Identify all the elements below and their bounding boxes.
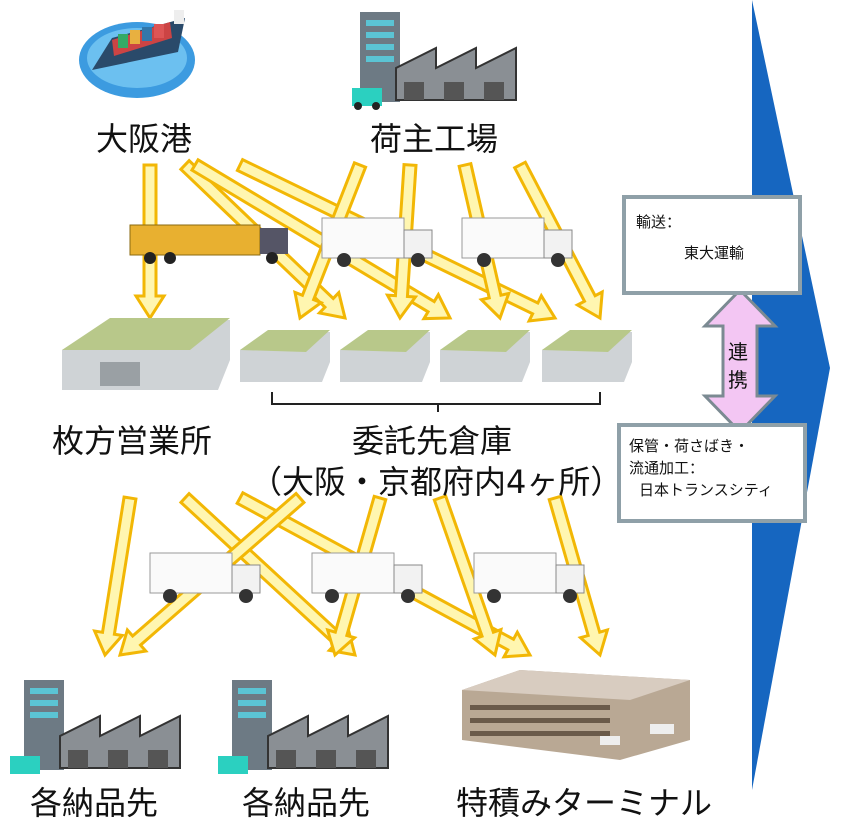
label-delivery-2: 各納品先 xyxy=(242,784,371,822)
flow-arrow xyxy=(92,495,138,658)
delivery-factory-icon xyxy=(10,680,181,774)
hirakata-warehouse-icon xyxy=(62,318,230,390)
truck-icon xyxy=(461,217,573,267)
truck-icon xyxy=(149,552,261,603)
consigned-warehouse-icons xyxy=(240,330,632,382)
warehouse-bracket xyxy=(271,392,601,412)
trailer-truck-icon xyxy=(129,224,288,264)
link-label-1: 連 xyxy=(728,340,748,364)
small-warehouse-icon xyxy=(542,330,632,382)
small-warehouse-icon xyxy=(240,330,330,382)
flow-arrow xyxy=(189,157,453,321)
transport-box: 輸送： 東大運輸 xyxy=(622,195,802,295)
storage-line2: 流通加工： xyxy=(629,459,705,477)
storage-box: 保管・荷さばき・ 流通加工： 日本トランスシティ xyxy=(617,423,807,523)
terminal-building-icon xyxy=(462,670,690,760)
label-osaka-port: 大阪港 xyxy=(96,120,193,158)
small-warehouse-icon xyxy=(340,330,430,382)
storage-line1: 保管・荷さばき・ xyxy=(629,437,750,455)
flow-arrow xyxy=(432,494,504,658)
label-consigned-warehouse: 委託先倉庫 xyxy=(352,422,513,460)
truck-icon xyxy=(321,217,433,267)
truck-icon xyxy=(473,552,585,603)
label-delivery-1: 各納品先 xyxy=(30,784,159,822)
delivery-factory-icon xyxy=(218,680,389,774)
ship-icon xyxy=(79,10,195,98)
label-special-terminal: 特積みターミナル xyxy=(456,784,713,822)
label-consigned-warehouse-sub: （大阪・京都府内4ヶ所） xyxy=(250,463,623,501)
label-shipper-factory: 荷主工場 xyxy=(370,120,499,158)
truck-icon xyxy=(311,552,423,603)
link-label-2: 携 xyxy=(728,368,748,392)
small-warehouse-icon xyxy=(440,330,530,382)
label-hirakata-office: 枚方営業所 xyxy=(52,422,213,460)
transport-company: 東大運輸 xyxy=(684,244,745,262)
transport-label: 輸送： xyxy=(636,213,682,231)
storage-company: 日本トランスシティ xyxy=(639,481,773,499)
shipper-factory-icon xyxy=(352,12,517,110)
